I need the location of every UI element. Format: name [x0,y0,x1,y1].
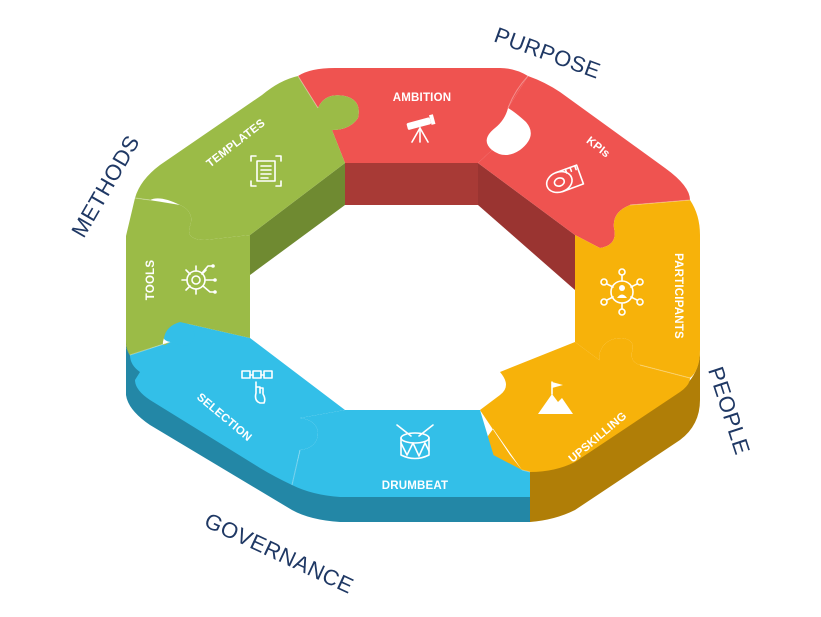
inner-wall-red-right [478,163,575,290]
segment-ambition [298,68,528,163]
measuring-tape-icon [545,164,585,194]
segment-upskilling [480,338,690,472]
side-face-orange [530,350,700,522]
document-frame-icon [250,155,282,187]
segment-label-participants: PARTICIPANTS [672,253,684,339]
gear-circuit-icon [181,264,217,295]
network-people-icon [600,268,644,316]
drum-icon [396,424,434,460]
segment-kpis [478,76,690,248]
selection-tab [162,321,195,346]
telescope-icon [406,114,436,143]
hand-select-icon [241,370,273,404]
mountain-flag-icon [538,381,573,414]
segment-label-tools: TOOLS [145,260,157,301]
segment-drumbeat [292,410,530,497]
segment-participants [575,200,700,378]
segment-selection [130,322,345,485]
segment-label-ambition: AMBITION [393,92,451,104]
category-label-people: PEOPLE [703,364,755,458]
inner-wall-green [250,163,345,275]
segment-label-drumbeat: DRUMBEAT [382,480,449,492]
ring-top-faces [126,68,700,497]
segment-templates [135,76,359,240]
inner-wall-red [345,163,478,205]
segment-seams [129,75,691,486]
